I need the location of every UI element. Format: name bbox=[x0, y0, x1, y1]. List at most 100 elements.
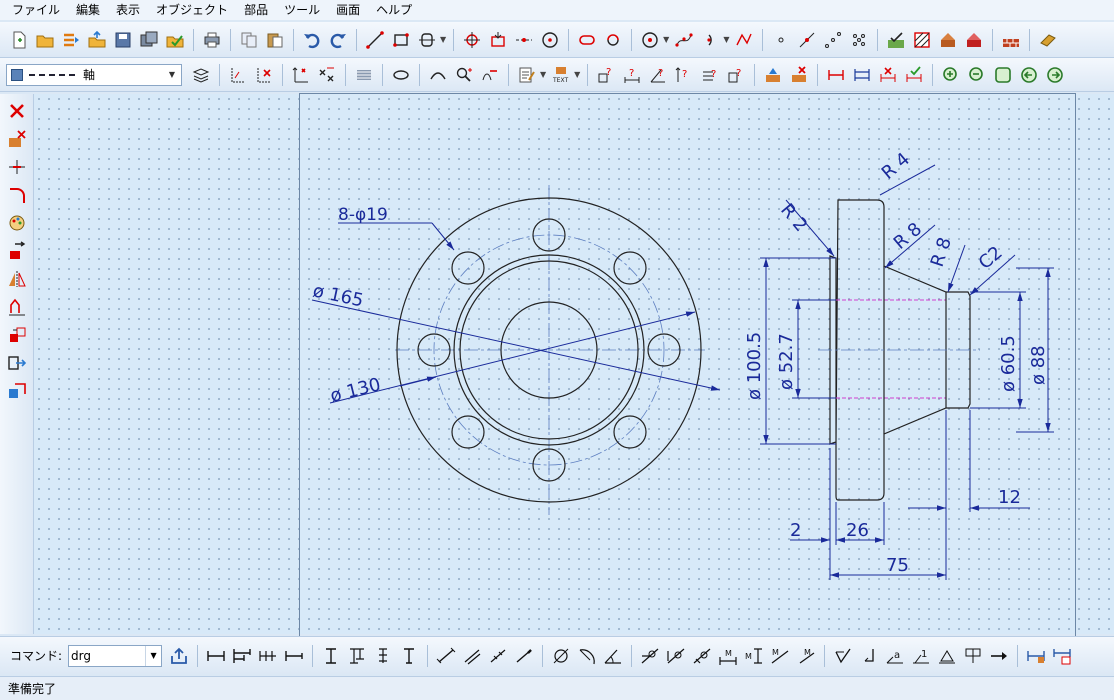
measure-point-button[interactable] bbox=[822, 29, 844, 51]
menu-parts[interactable]: 部品 bbox=[244, 3, 269, 17]
dim-aligned-tool-button[interactable] bbox=[435, 645, 457, 667]
dim-aligned-continuous-button[interactable] bbox=[487, 645, 509, 667]
dim-m-oblique-button[interactable]: M bbox=[795, 645, 817, 667]
dim-chain-b-button[interactable] bbox=[691, 645, 713, 667]
query-object-button[interactable]: ? bbox=[725, 64, 747, 86]
query-point-button[interactable]: ? bbox=[595, 64, 617, 86]
copy-move-button[interactable] bbox=[5, 324, 29, 346]
save-button[interactable] bbox=[112, 29, 134, 51]
save-all-button[interactable] bbox=[138, 29, 160, 51]
dim-m-button[interactable]: M bbox=[717, 645, 739, 667]
move-button[interactable] bbox=[5, 240, 29, 262]
chevron-down-icon[interactable]: ▼ bbox=[168, 70, 176, 79]
menu-object[interactable]: オブジェクト bbox=[156, 3, 229, 17]
dim-style-button[interactable] bbox=[1025, 645, 1047, 667]
dropdown-arrow-icon[interactable]: ▼ bbox=[723, 35, 730, 44]
dropdown-arrow-icon[interactable]: ▼ bbox=[574, 70, 581, 79]
dim-baseline-button[interactable] bbox=[231, 645, 253, 667]
query-angle-button[interactable]: ? bbox=[647, 64, 669, 86]
dim-aligned-baseline-button[interactable] bbox=[461, 645, 483, 667]
zoom-fit-button[interactable] bbox=[992, 64, 1014, 86]
dim-vertical-baseline-button[interactable] bbox=[346, 645, 368, 667]
dropdown-arrow-icon[interactable]: ▼ bbox=[540, 70, 547, 79]
scale-button[interactable] bbox=[5, 380, 29, 402]
dim-aligned-button[interactable] bbox=[851, 64, 873, 86]
trim-button[interactable] bbox=[5, 156, 29, 178]
curve-tool-button[interactable] bbox=[427, 64, 449, 86]
paste-button[interactable] bbox=[264, 29, 286, 51]
text-tool-button[interactable]: TEXT bbox=[550, 64, 572, 86]
arrow-tool-button[interactable] bbox=[988, 645, 1010, 667]
zoom-next-button[interactable] bbox=[1044, 64, 1066, 86]
dim-chain-diameter-button[interactable] bbox=[639, 645, 661, 667]
import-button[interactable] bbox=[60, 29, 82, 51]
zoom-previous-button[interactable] bbox=[1018, 64, 1040, 86]
menu-tools[interactable]: ツール bbox=[284, 3, 321, 17]
line-point-button[interactable] bbox=[513, 29, 535, 51]
mirror-button[interactable] bbox=[5, 268, 29, 290]
dim-edit-button[interactable] bbox=[227, 64, 249, 86]
dim-delete-button[interactable] bbox=[253, 64, 275, 86]
crosshair-tool-button[interactable] bbox=[461, 29, 483, 51]
check-folder-button[interactable] bbox=[164, 29, 186, 51]
dropdown-arrow-icon[interactable]: ▼ bbox=[440, 35, 447, 44]
point-tool-button[interactable] bbox=[770, 29, 792, 51]
color-palette-button[interactable] bbox=[5, 212, 29, 234]
circle-center-button[interactable] bbox=[539, 29, 561, 51]
insert-block-button[interactable] bbox=[487, 29, 509, 51]
delete-object-button[interactable] bbox=[5, 128, 29, 150]
fill-tool-button[interactable] bbox=[937, 29, 959, 51]
menu-screen[interactable]: 画面 bbox=[336, 3, 361, 17]
fillet-button[interactable] bbox=[5, 184, 29, 206]
menu-help[interactable]: ヘルプ bbox=[376, 3, 413, 17]
export-command-button[interactable] bbox=[168, 645, 190, 667]
dim-linear-button[interactable] bbox=[205, 645, 227, 667]
polyline-tool-button[interactable] bbox=[733, 29, 755, 51]
query-distance-button[interactable]: ? bbox=[621, 64, 643, 86]
search-object-button[interactable] bbox=[453, 64, 475, 86]
dropdown-arrow-icon[interactable]: ▼ bbox=[663, 35, 670, 44]
zoom-out-button[interactable] bbox=[966, 64, 988, 86]
hatch-check-button[interactable] bbox=[885, 29, 907, 51]
datum-button[interactable] bbox=[936, 645, 958, 667]
spline-tool-button[interactable] bbox=[673, 29, 695, 51]
dim-radius-button[interactable] bbox=[576, 645, 598, 667]
weld-symbol-button[interactable] bbox=[858, 645, 880, 667]
curve-edit-button[interactable] bbox=[479, 64, 501, 86]
menu-view[interactable]: 表示 bbox=[116, 3, 141, 17]
query-area-button[interactable]: ? bbox=[699, 64, 721, 86]
divide-point-button[interactable] bbox=[796, 29, 818, 51]
dim-angle-button[interactable] bbox=[602, 645, 624, 667]
snap-point-button[interactable] bbox=[290, 64, 312, 86]
dim-chain-a-button[interactable] bbox=[665, 645, 687, 667]
menu-file[interactable]: ファイル bbox=[12, 3, 61, 17]
rectangle-tool-button[interactable] bbox=[390, 29, 412, 51]
dim-vertical-button[interactable] bbox=[320, 645, 342, 667]
brick-pattern-button[interactable] bbox=[1000, 29, 1022, 51]
snap-cross-button[interactable] bbox=[316, 64, 338, 86]
chevron-down-icon[interactable]: ▼ bbox=[145, 645, 161, 666]
command-input[interactable] bbox=[69, 646, 146, 665]
surface-finish-button[interactable] bbox=[832, 645, 854, 667]
layer-button[interactable] bbox=[190, 64, 212, 86]
slot-tool-button[interactable] bbox=[576, 29, 598, 51]
undo-button[interactable] bbox=[301, 29, 323, 51]
dim-check-button[interactable] bbox=[903, 64, 925, 86]
rotate-tool-button[interactable] bbox=[602, 29, 624, 51]
line-tool-button[interactable] bbox=[364, 29, 386, 51]
dim-oblique-button[interactable] bbox=[513, 645, 535, 667]
balloon-button[interactable]: 1 bbox=[910, 645, 932, 667]
new-file-button[interactable] bbox=[8, 29, 30, 51]
hatch-tool-button[interactable] bbox=[911, 29, 933, 51]
dim-m-vertical-button[interactable]: M bbox=[743, 645, 765, 667]
leader-text-button[interactable]: a bbox=[884, 645, 906, 667]
hatch-lines-button[interactable] bbox=[353, 64, 375, 86]
menu-edit[interactable]: 編集 bbox=[76, 3, 101, 17]
dim-vertical-continuous-button[interactable] bbox=[372, 645, 394, 667]
zoom-in-button[interactable] bbox=[940, 64, 962, 86]
shape-tool-button[interactable] bbox=[416, 29, 438, 51]
dim-settings-button[interactable] bbox=[1051, 645, 1073, 667]
offset-button[interactable] bbox=[5, 296, 29, 318]
circle-tool-button[interactable] bbox=[639, 29, 661, 51]
delete-button[interactable] bbox=[5, 100, 29, 122]
